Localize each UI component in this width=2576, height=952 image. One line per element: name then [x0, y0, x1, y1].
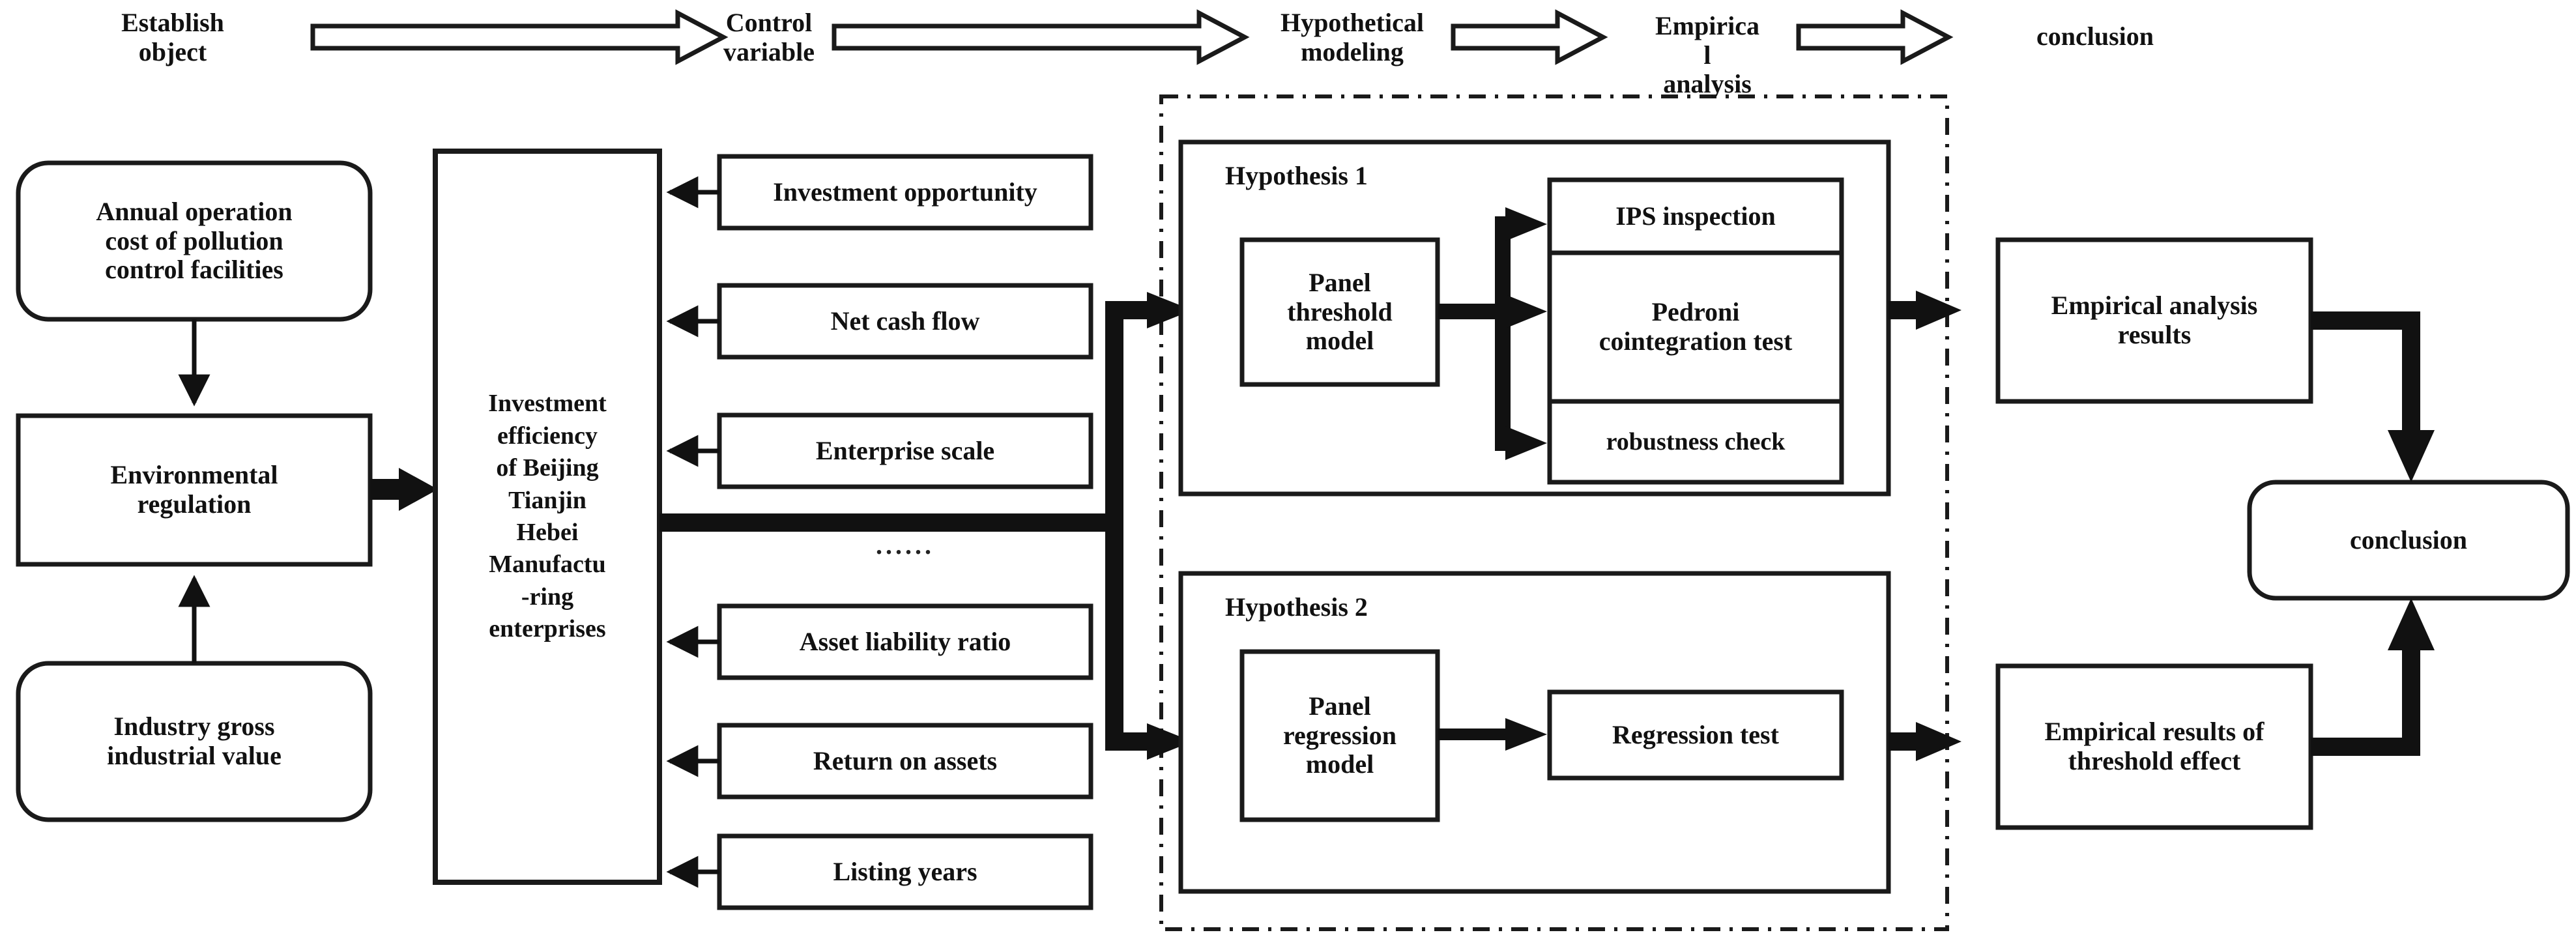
connector-hypothesis-2: [1438, 718, 1547, 751]
box-listing-years: [717, 833, 1093, 910]
box-panel-regression-model: [1239, 649, 1440, 822]
box-investment-opportunity: [717, 154, 1093, 231]
control-variable-arrows: [666, 176, 719, 888]
box-panel-threshold-model: [1239, 237, 1440, 387]
box-net-cash-flow: [717, 283, 1093, 360]
connector-results-to-conclusion-top: [2311, 311, 2435, 482]
header-arrow-3: [1451, 9, 1608, 65]
box-investment-efficiency: [433, 149, 662, 885]
box-environmental-regulation: [16, 413, 373, 567]
control-variable-boxes: [717, 154, 1093, 910]
group-hypothesis-1-tests: [1547, 177, 1844, 485]
box-regression-test: [1547, 689, 1844, 781]
box-robustness-check: [1547, 399, 1844, 485]
connector-hyp2-to-results: [1889, 722, 1961, 761]
header-arrow-4: [1796, 9, 1954, 65]
box-return-on-assets: [717, 723, 1093, 800]
header-arrow-2: [832, 9, 1250, 65]
box-empirical-results-threshold: [1995, 663, 2313, 830]
box-ips-inspection: [1547, 177, 1844, 255]
connectors-hypothesis-1: [1438, 207, 1547, 460]
bus-subject-to-hypotheses: [659, 292, 1193, 760]
box-enterprise-scale: [717, 412, 1093, 489]
box-industry-gross-industrial-value: [16, 661, 373, 822]
empirical-analysis-container: [1159, 94, 1949, 931]
header-block-arrows: [310, 9, 1954, 65]
box-pedroni-cointegration-test: [1547, 250, 1844, 404]
connector-regulation-to-subject: [370, 468, 438, 511]
box-asset-liability-ratio: [717, 603, 1093, 680]
box-conclusion: [2247, 480, 2570, 601]
box-empirical-analysis-results: [1995, 237, 2313, 404]
connector-results-to-conclusion-bottom: [2311, 598, 2435, 756]
header-arrow-1: [310, 9, 729, 65]
connector-hyp1-to-results: [1889, 291, 1961, 330]
box-annual-operation-cost: [16, 160, 373, 322]
